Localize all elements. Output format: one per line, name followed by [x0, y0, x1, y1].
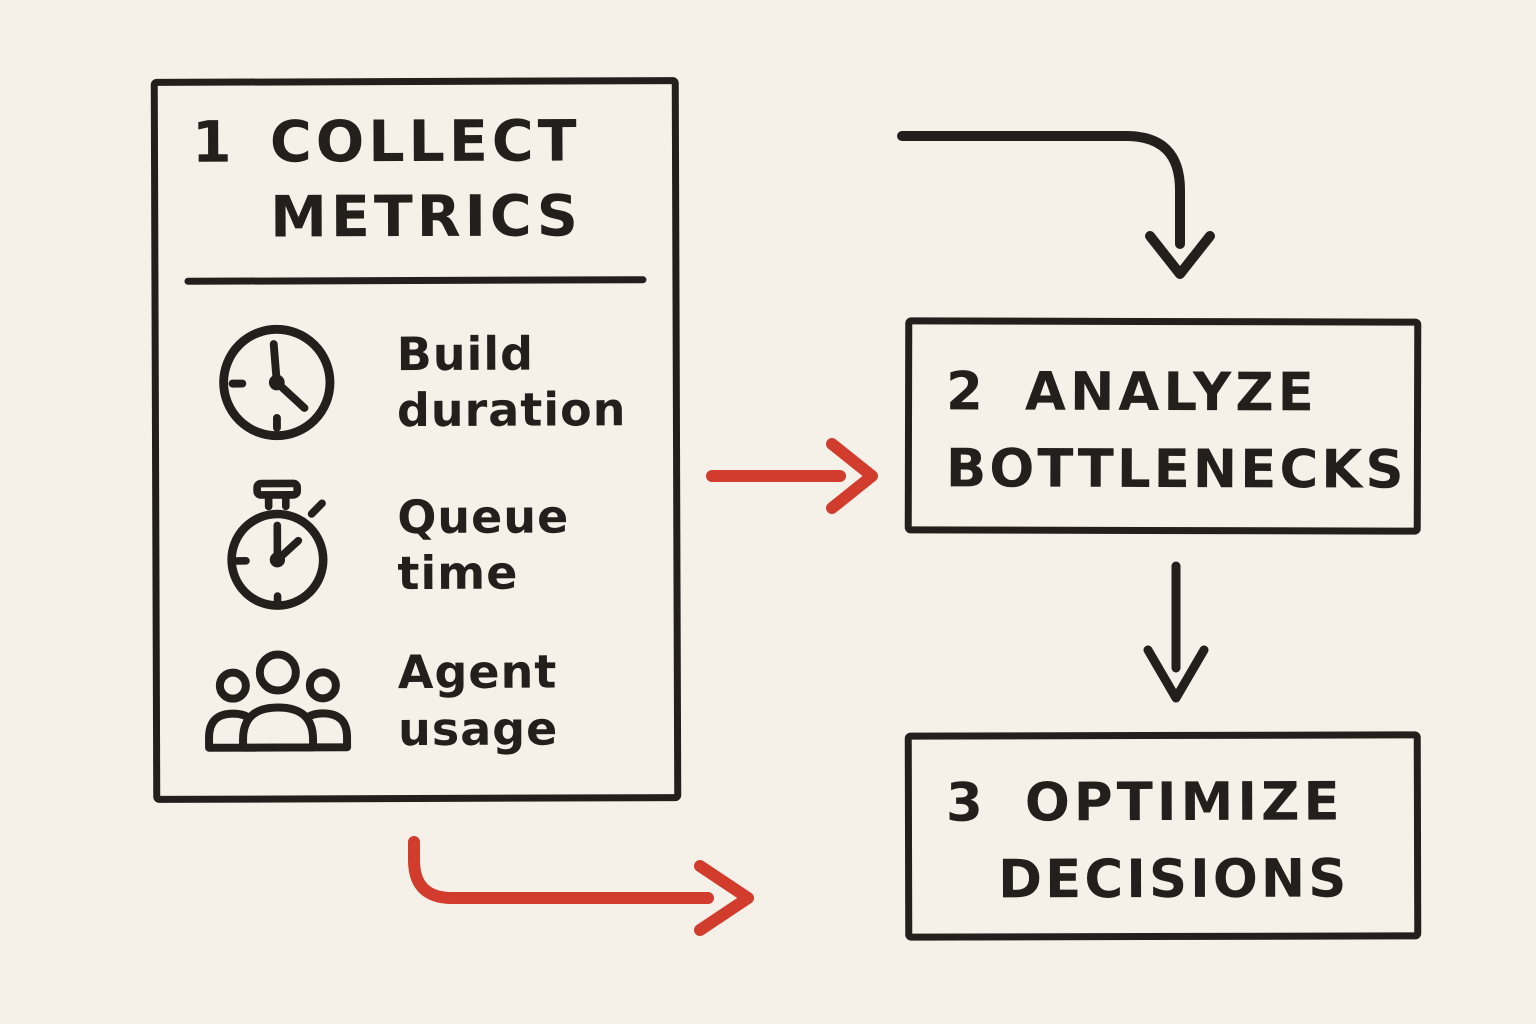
red-right-arrow-step1-to-step2 — [706, 438, 878, 514]
step1-number: 1 — [191, 109, 236, 176]
red-elbow-arrow-step1-to-step3 — [408, 836, 754, 936]
step2-title-word: ANALYZE — [1024, 361, 1318, 424]
step1-title: 1 COLLECT METRICS — [182, 104, 649, 256]
step2-analyze-bottlenecks-box: 2 ANALYZE BOTTLENECKS — [904, 317, 1422, 535]
step1-title-line2: METRICS — [270, 183, 582, 251]
metric-label-line2: time — [397, 546, 519, 601]
step1-title-line1: COLLECT — [269, 108, 581, 176]
step3-optimize-decisions-box: 3 OPTIMIZE DECISIONS — [904, 731, 1422, 941]
step3-title-word: OPTIMIZE — [1024, 771, 1344, 834]
metric-label-line1: Agent — [397, 644, 558, 700]
step3-title-line1: 3 OPTIMIZE — [946, 764, 1380, 842]
step1-collect-metrics-box: 1 COLLECT METRICS Build — [150, 77, 682, 803]
metric-label-line2: usage — [397, 701, 559, 756]
metric-label-line1: Build — [396, 326, 535, 382]
step3-title-line2: DECISIONS — [998, 848, 1350, 911]
elbow-down-arrow-to-step2 — [897, 131, 1215, 279]
clock-icon — [197, 319, 357, 448]
metrics-list: Build duration — [183, 318, 651, 758]
metric-label-line2: duration — [396, 382, 627, 438]
step2-title-line2: BOTTLENECKS — [945, 438, 1407, 501]
down-arrow-step2-to-step3 — [1143, 561, 1209, 703]
metric-agent-usage: Agent usage — [184, 644, 650, 758]
step3-number: 3 — [945, 772, 987, 834]
metric-label-line1: Queue — [397, 489, 570, 545]
people-icon — [198, 645, 358, 758]
title-divider — [184, 276, 647, 286]
metric-queue-time: Queue time — [183, 476, 649, 616]
stopwatch-icon — [197, 477, 357, 616]
step2-number: 2 — [946, 361, 988, 423]
metric-label: Queue time — [397, 489, 569, 602]
metric-label: Build duration — [397, 326, 627, 439]
metric-build-duration: Build duration — [183, 318, 649, 448]
step2-title-line1: 2 ANALYZE — [946, 354, 1380, 432]
metric-label: Agent usage — [398, 644, 559, 757]
